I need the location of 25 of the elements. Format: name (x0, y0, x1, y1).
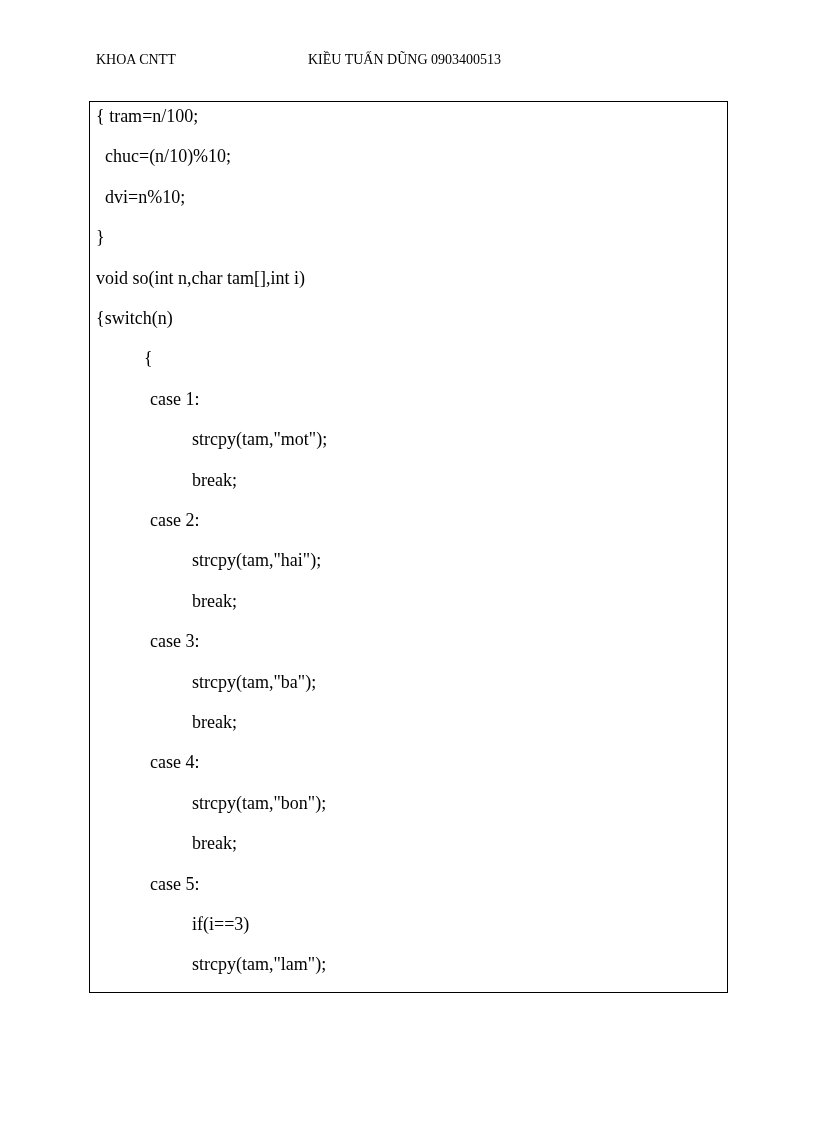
code-line: case 2: (150, 509, 200, 531)
code-line: strcpy(tam,"lam"); (192, 953, 327, 976)
code-box (89, 101, 728, 993)
code-line: case 3: (150, 630, 200, 653)
code-line: case 4: (150, 751, 200, 774)
code-line: strcpy(tam,"mot"); (192, 428, 328, 451)
code-line: if(i==3) (192, 913, 250, 935)
code-line: strcpy(tam,"bon"); (192, 791, 327, 814)
code-line: { (144, 347, 153, 370)
code-line: dvi=n%10; (105, 185, 186, 208)
code-line: strcpy(tam,"ba"); (192, 670, 317, 693)
code-line: { tram=n/100; (96, 105, 199, 127)
code-line: break; (192, 468, 237, 491)
code-line: } (96, 226, 105, 249)
code-line: strcpy(tam,"hai"); (192, 549, 322, 572)
code-line: break; (192, 589, 237, 612)
author-text: KIỀU TUẤN DŨNG 0903400513 (308, 52, 501, 68)
code-line: {switch(n) (96, 307, 173, 329)
code-line: break; (192, 832, 237, 855)
header-text: KHOA CNTT (96, 52, 176, 68)
code-line: chuc=(n/10)%10; (105, 145, 232, 168)
code-line: break; (192, 711, 237, 733)
code-line: void so(int n,char tam[],int i) (96, 266, 305, 289)
code-line: case 5: (150, 872, 200, 895)
code-line: case 1: (150, 387, 200, 410)
